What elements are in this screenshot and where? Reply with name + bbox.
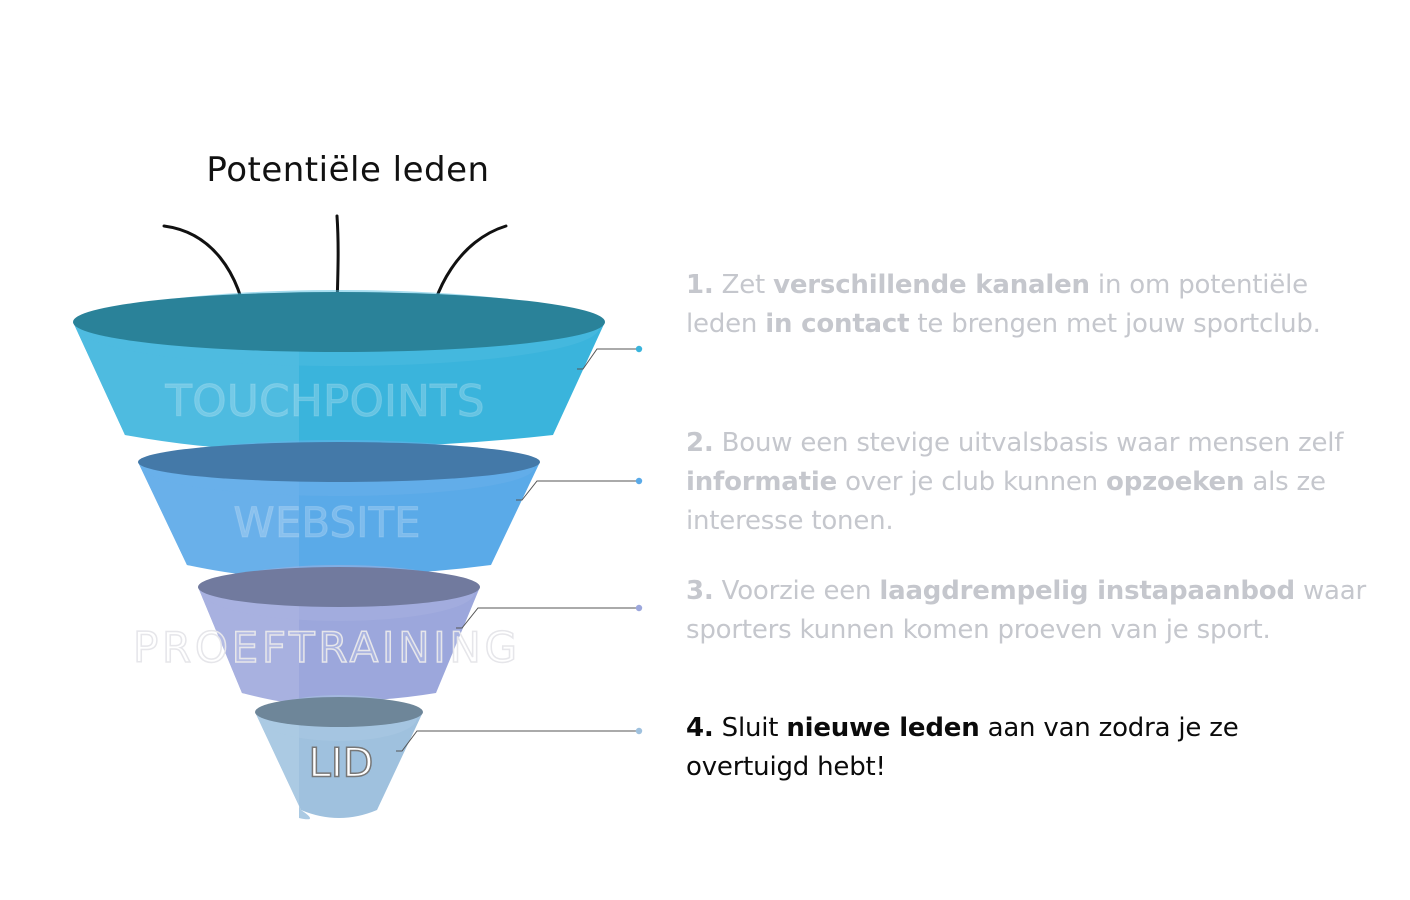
text: Bouw een stevige uitvalsbasis waar mense… — [713, 428, 1344, 458]
funnel-top-ellipse — [255, 697, 423, 727]
text: Zet — [713, 270, 774, 300]
connector-line — [456, 607, 639, 629]
bold-text: 1. — [686, 270, 714, 300]
connector-line — [516, 480, 639, 501]
funnel-label: LID — [309, 740, 374, 786]
funnel-top-ellipse — [138, 442, 540, 482]
funnel-layer-proeftraining: PROEFTRAINING — [132, 565, 518, 703]
text: aan van zodra je ze overtuigd hebt! — [686, 713, 1239, 782]
bold-text: in contact — [765, 309, 910, 339]
funnel-label: PROEFTRAINING — [133, 623, 517, 672]
text: over je club kunnen — [837, 467, 1107, 497]
funnel-layer-website: WEBSITE — [138, 440, 540, 577]
connector-dot — [635, 345, 643, 353]
bold-text: 2. — [686, 428, 714, 458]
text: als ze interesse tonen. — [686, 467, 1326, 536]
bold-text: laagdrempelig instapaanbod — [879, 576, 1295, 606]
text: Sluit — [713, 713, 787, 743]
bold-text: nieuwe leden — [786, 713, 980, 743]
diagram-title: Potentiële leden — [206, 150, 490, 190]
connector-dot — [635, 477, 643, 485]
step-1-text: 1. Zet verschillende kanalen in om poten… — [686, 266, 1366, 344]
step-3-text: 3. Voorzie een laagdrempelig instapaanbo… — [686, 572, 1366, 650]
connector-dot — [635, 604, 643, 612]
text: te brengen met jouw sportclub. — [909, 309, 1321, 339]
bold-text: informatie — [686, 467, 838, 497]
funnel-body-highlight — [255, 712, 311, 820]
funnel-top-ellipse — [198, 567, 480, 607]
step-4-text: 4. Sluit nieuwe leden aan van zodra je z… — [686, 709, 1306, 787]
step-2-text: 2. Bouw een stevige uitvalsbasis waar me… — [686, 424, 1366, 541]
connector-dot — [635, 727, 643, 735]
funnel-label: TOUCHPOINTS — [164, 376, 484, 427]
funnel-layer-lid: LID — [255, 695, 423, 820]
funnel-layer-touchpoints: TOUCHPOINTS — [73, 290, 605, 449]
connector-line — [577, 348, 639, 370]
text: in om potentiële leden — [686, 270, 1308, 339]
text: waar sporters kunnen komen proeven van j… — [686, 576, 1366, 645]
bold-text: opzoeken — [1106, 467, 1245, 497]
text: Voorzie een — [713, 576, 880, 606]
funnel-diagram: TOUCHPOINTS WEBSITE PROEFTRAINING LID — [73, 214, 643, 820]
bold-text: 4. — [686, 713, 714, 743]
funnel-label: WEBSITE — [233, 498, 420, 547]
funnel-top-ellipse — [73, 292, 605, 352]
bold-text: verschillende kanalen — [773, 270, 1090, 300]
bold-text: 3. — [686, 576, 714, 606]
connector-line — [396, 730, 639, 752]
